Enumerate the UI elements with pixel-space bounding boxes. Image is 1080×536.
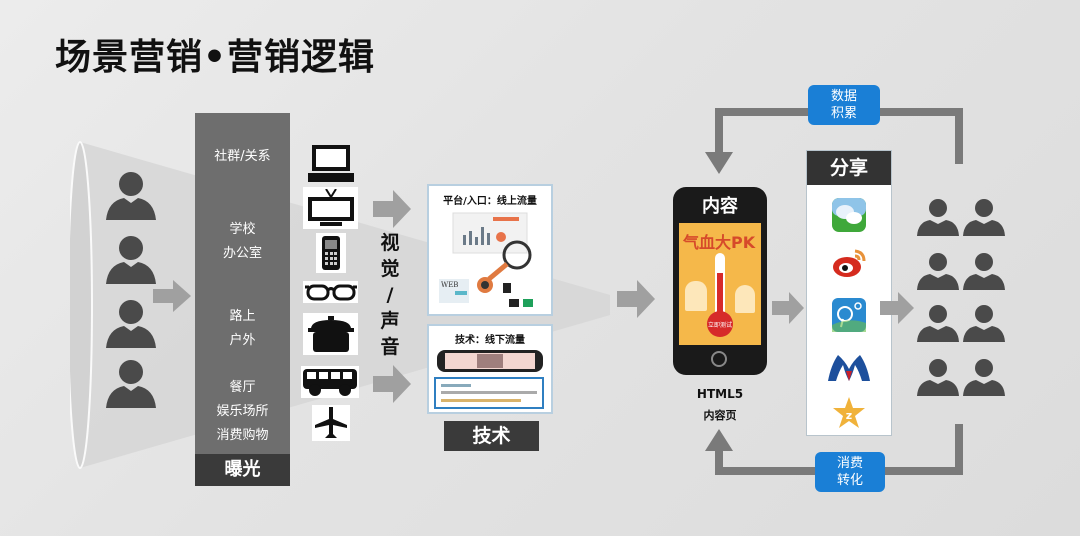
arrow-right-icon [772, 292, 804, 324]
online-traffic-card: 平台/入口：线上流量 WEB [427, 184, 553, 316]
qr-code-scanner-illustration [434, 350, 544, 409]
scene-label: 社群/关系 [214, 149, 271, 164]
vertical-char: 视 [380, 232, 400, 254]
offline-card-title: 技术：线下流量 [455, 335, 525, 346]
arrow-right-icon [373, 190, 411, 228]
exposure-label: 曝光 [195, 454, 290, 486]
person-icon [104, 296, 158, 350]
screen-badge: 立即测试 [707, 322, 732, 329]
visual-audio-label: 视 觉 / 声 音 [378, 230, 402, 360]
arrow-right-icon [617, 280, 655, 318]
scene-label: 户外 [229, 333, 256, 348]
badge-line: 转化 [836, 473, 863, 488]
scene-label: 娱乐场所 [216, 404, 269, 419]
data-accumulation-badge: 数据 积累 [808, 85, 880, 125]
person-icon [104, 168, 158, 222]
tencent-weibo-icon [831, 297, 867, 333]
online-card-title: 平台/入口：线上流量 [443, 196, 537, 207]
phone-caption-html5: HTML5 [696, 387, 744, 401]
web-analytics-illustration: WEB [439, 212, 533, 307]
arrow-up-icon [705, 429, 733, 451]
computer-monitor-icon [303, 141, 358, 185]
phone-caption-content-page: 内容页 [703, 409, 737, 422]
weibo-icon [831, 245, 867, 281]
scene-label: 学校 [229, 222, 256, 237]
mobile-phone-icon [316, 233, 346, 273]
exposure-column: 社群/关系 学校 办公室 路上 户外 餐厅 娱乐场所 消费购物 曝光 [195, 113, 290, 486]
vertical-char: / [386, 284, 394, 306]
scene-group-school: 学校 办公室 [195, 218, 290, 266]
offline-traffic-card: 技术：线下流量 [427, 324, 553, 414]
share-header: 分享 [807, 151, 891, 185]
page-title: 场景营销•营销逻辑 [55, 37, 376, 78]
scene-label: 餐厅 [229, 380, 256, 395]
tech-label: 技术 [444, 421, 539, 451]
glasses-icon [303, 281, 358, 303]
svg-text:z: z [846, 409, 852, 422]
person-icon [104, 356, 158, 410]
arrow-right-icon [880, 292, 914, 324]
scene-group-social: 社群/关系 [195, 145, 290, 169]
wechat-icon [831, 197, 867, 233]
consumption-conversion-badge: 消费 转化 [815, 452, 885, 492]
bus-icon [301, 366, 359, 398]
arrow-right-icon [153, 280, 191, 312]
scene-group-consumer: 餐厅 娱乐场所 消费购物 [195, 376, 290, 448]
rice-cooker-icon [303, 313, 358, 355]
qzone-icon: z [831, 395, 867, 431]
home-button [711, 351, 727, 367]
scene-label: 办公室 [222, 246, 262, 261]
scene-group-outdoor: 路上 户外 [195, 305, 290, 353]
vertical-char: 声 [380, 310, 400, 332]
share-column: 分享 z [806, 150, 892, 436]
renren-icon [827, 351, 871, 387]
vertical-char: 音 [380, 336, 400, 358]
scene-label: 消费购物 [216, 428, 269, 443]
svg-text:WEB: WEB [441, 281, 458, 289]
arrow-down-icon [705, 152, 733, 174]
person-icon [104, 232, 158, 286]
airplane-icon [312, 405, 350, 441]
loop-top-right-line [955, 108, 963, 164]
loop-bottom-left-line [715, 450, 723, 475]
badge-line: 数据 [830, 89, 857, 104]
badge-line: 消费 [836, 456, 863, 471]
content-phone: 内容 气血大PK 立即测试 [673, 187, 767, 375]
badge-line: 积累 [830, 106, 857, 121]
content-header: 内容 [702, 196, 738, 217]
target-audience-group [916, 196, 1008, 406]
arrow-right-icon [373, 365, 411, 403]
television-icon [303, 187, 358, 229]
vertical-char: 觉 [380, 258, 400, 280]
h5-page-screen: 气血大PK 立即测试 [679, 223, 761, 345]
loop-top-left-line [715, 108, 723, 158]
loop-bottom-right-line [955, 424, 963, 475]
scene-label: 路上 [229, 309, 256, 324]
screen-title: 气血大PK [683, 233, 756, 252]
